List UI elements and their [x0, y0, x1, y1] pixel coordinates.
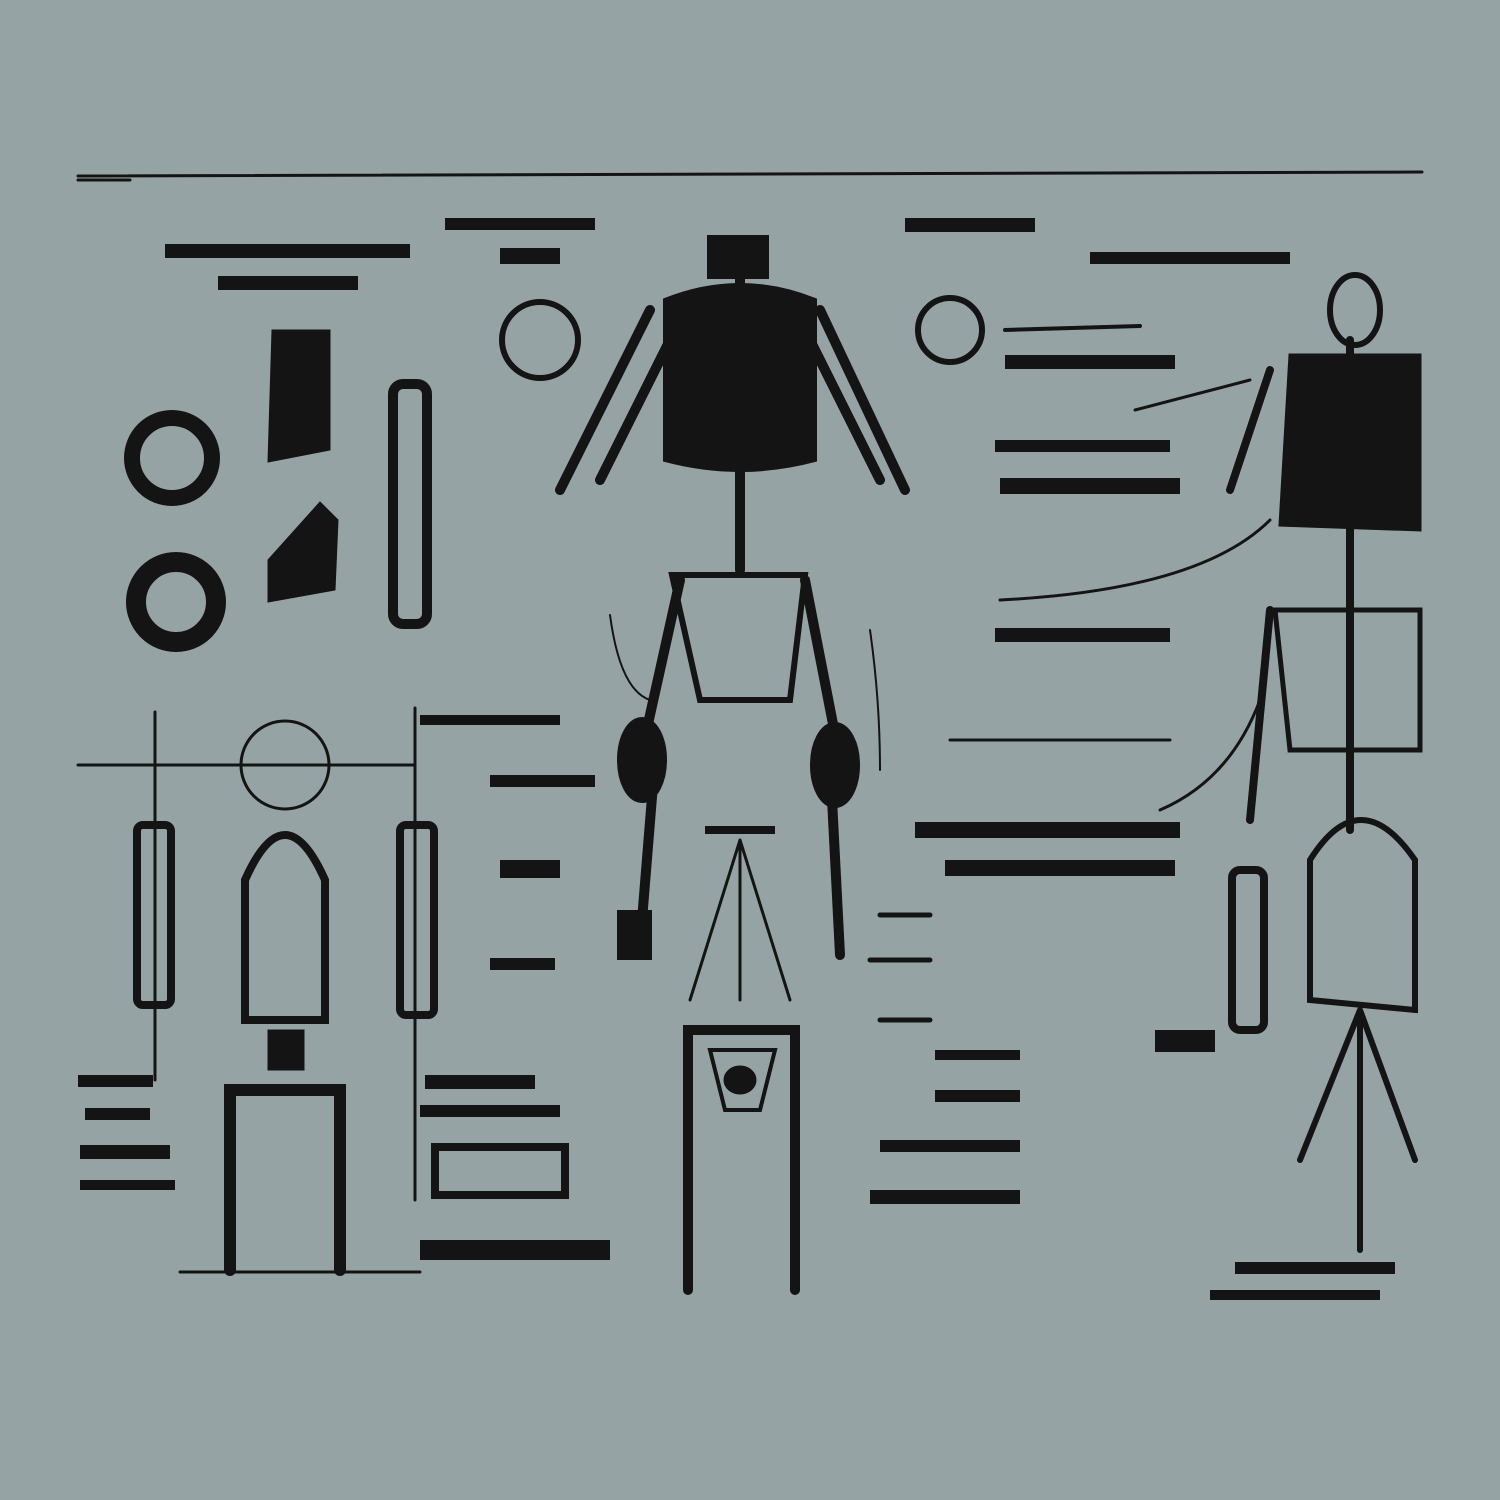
skeleton-side — [948, 272, 1423, 1253]
skeleton-main — [499, 235, 985, 960]
label-blocks — [78, 218, 1395, 1300]
ring-parts — [124, 329, 432, 652]
top-rule — [76, 170, 1424, 178]
capsule-assembly — [76, 706, 569, 1276]
lower-frame — [683, 838, 933, 1295]
